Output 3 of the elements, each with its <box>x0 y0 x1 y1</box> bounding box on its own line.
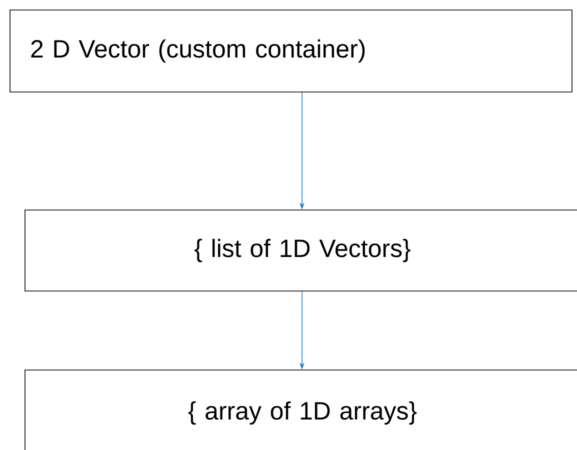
process-box: { list of 1D Vectors} <box>24 210 577 292</box>
process-box: 2 D Vector (custom container) <box>10 10 572 92</box>
process-box: { array of 1D arrays} <box>24 370 577 450</box>
